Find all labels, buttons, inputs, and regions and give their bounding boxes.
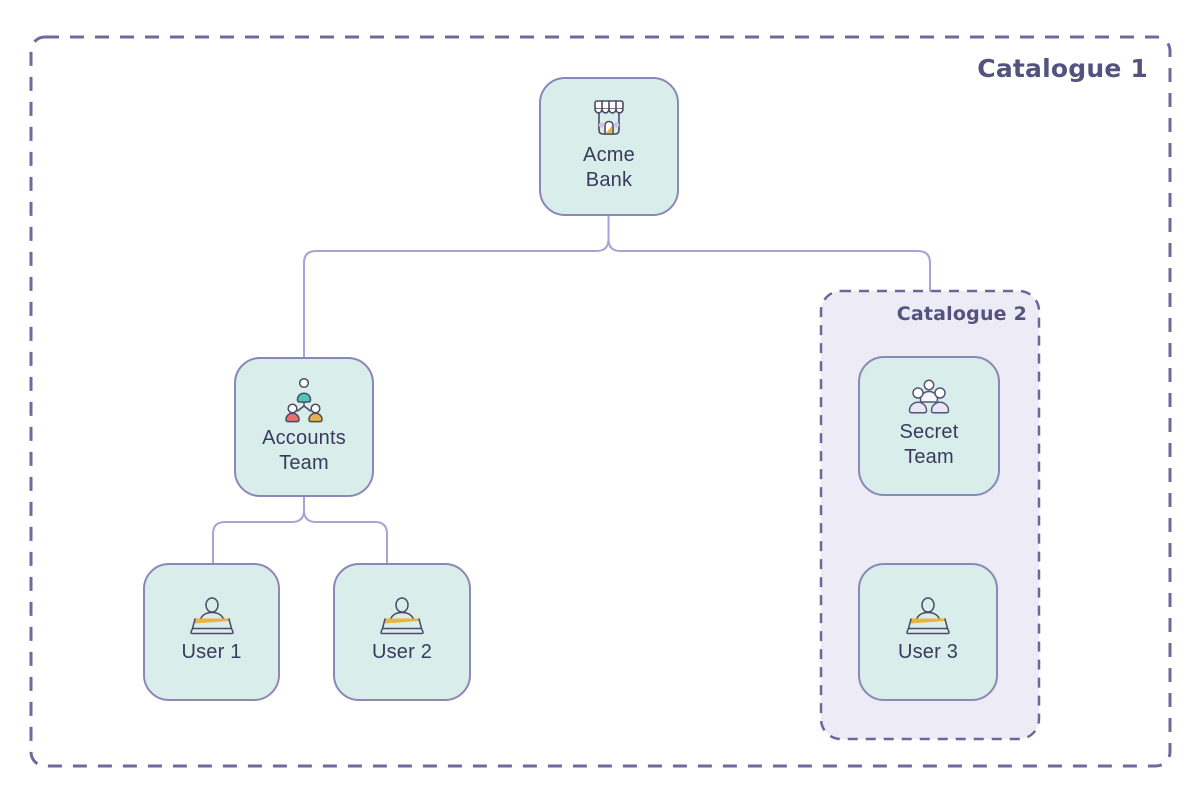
- node-label: User 2: [371, 640, 433, 663]
- connector-accounts-to-user1: [212, 496, 305, 564]
- catalogue1-label: Catalogue 1: [977, 54, 1148, 83]
- connector-accounts-to-user2: [303, 496, 388, 564]
- node-accounts-team: Accounts Team: [234, 357, 374, 497]
- storefront-icon: [594, 99, 624, 135]
- node-label: Acme Bank: [583, 143, 635, 191]
- team-hierarchy-icon: [285, 377, 323, 422]
- node-label: User 3: [897, 640, 959, 663]
- node-label: User 1: [181, 640, 242, 663]
- user-laptop-icon: [380, 596, 424, 634]
- connector-acme-to-accounts: [303, 215, 610, 358]
- people-group-icon: [908, 379, 950, 414]
- node-label: Accounts Team: [262, 426, 346, 474]
- user-laptop-icon: [906, 596, 950, 634]
- node-user1: User 1: [143, 563, 280, 701]
- node-label: Secret Team: [899, 421, 959, 468]
- catalogue2-label: Catalogue 2: [896, 303, 1027, 325]
- node-user2: User 2: [333, 563, 471, 701]
- node-user3: User 3: [858, 563, 998, 701]
- node-acme-bank: Acme Bank: [539, 77, 679, 216]
- connector-acme-to-catalogue2: [607, 215, 931, 292]
- user-laptop-icon: [189, 596, 234, 634]
- node-secret-team: Secret Team: [858, 356, 1000, 496]
